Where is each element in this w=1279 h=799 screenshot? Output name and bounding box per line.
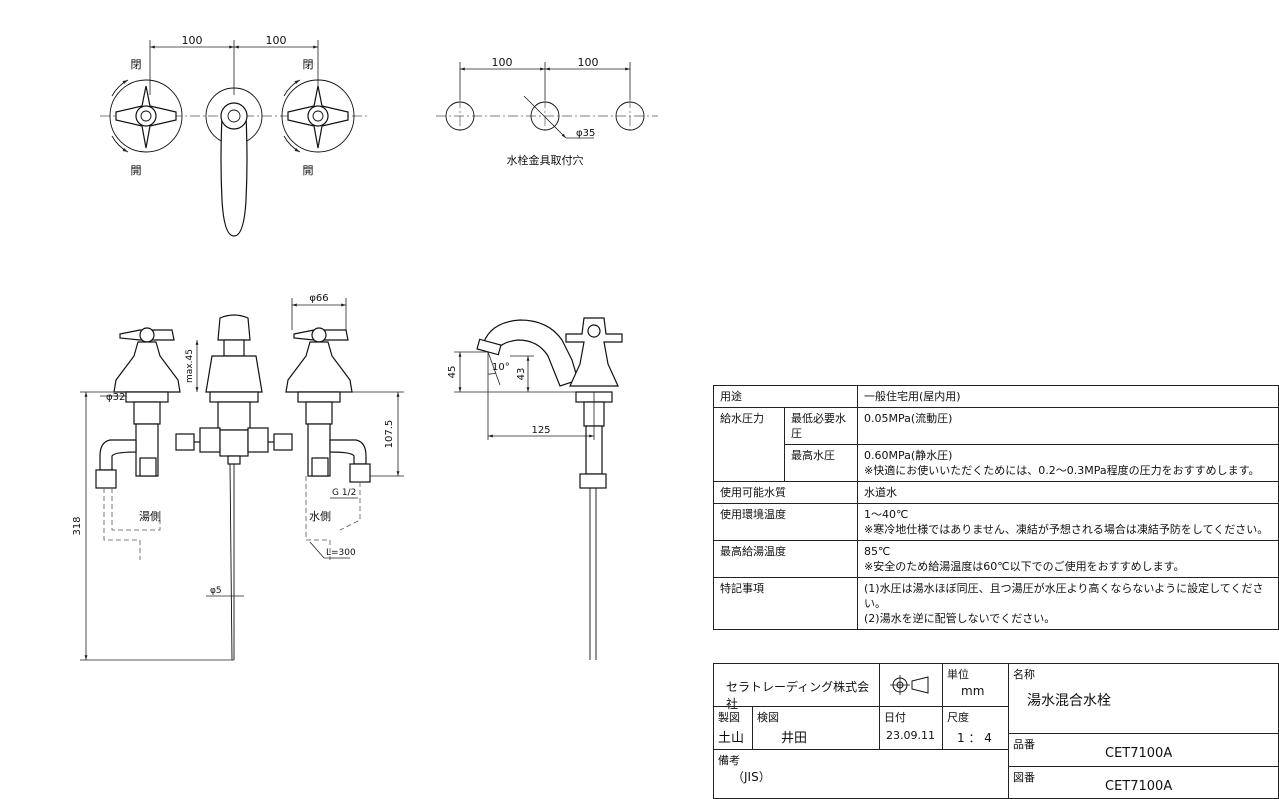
center-spout — [175, 314, 293, 661]
water-quality-value: 水道水 — [857, 481, 1279, 504]
product-name: 湯水混合水栓 — [1027, 693, 1111, 709]
handle-diameter: φ66 — [309, 293, 328, 304]
remarks-label: 備考 — [718, 754, 740, 767]
depth-dim: 107.5 — [384, 420, 395, 449]
cold-side-label: 水側 — [309, 510, 331, 523]
max-pressure-cell: 0.60MPa(静水圧) ※快適にお使いいただくためには、0.2～0.3MPa程… — [857, 444, 1279, 482]
note-2: (2)湯水を逆に配管しないでください。 — [864, 612, 1056, 625]
notes-label: 特記事項 — [713, 577, 858, 630]
max-hot-temp-note: ※安全のため給湯温度は60℃以下でのご使用をおすすめします。 — [864, 560, 1185, 573]
top-view: 100 100 閉 開 閉 — [100, 34, 370, 237]
drawing-number-value: CET7100A — [1105, 779, 1173, 794]
remarks-cell: 備考 （JIS） — [713, 749, 1009, 799]
hole-spacing-right: 100 — [578, 56, 599, 69]
date-label: 日付 — [884, 711, 906, 724]
title-block: セラトレーディング株式会社 単位 mm 名称 湯水混合水栓 製図 土山 検図 井… — [713, 663, 1279, 799]
center-lever — [205, 87, 263, 237]
left-valve — [95, 327, 181, 489]
hot-side-label: 湯側 — [139, 510, 161, 523]
hole-view: 100 100 φ35 水栓金具取付穴 — [436, 56, 658, 167]
spec-row-min-pressure: 給水圧力 最低必要水圧 0.05MPa(流動圧) — [713, 407, 1279, 482]
spec-table: 用途 一般住宅用(屋内用) 給水圧力 最低必要水圧 0.05MPa(流動圧) 最… — [713, 385, 1279, 630]
ambient-temp-cell: 1～40℃ ※寒冷地仕様ではありません、凍結が予想される場合は凍結予防をしてくだ… — [857, 503, 1279, 541]
close-label-left: 閉 — [131, 58, 142, 71]
name-cell: 名称 湯水混合水栓 — [1008, 663, 1279, 734]
spout-height-left: 45 — [447, 366, 458, 379]
water-quality-label: 使用可能水質 — [713, 481, 858, 504]
max-pressure-note: ※快適にお使いいただくためには、0.2～0.3MPa程度の圧力をおすすめします。 — [864, 464, 1260, 477]
drawn-cell: 製図 土山 — [713, 706, 753, 750]
notes-cell: (1)水圧は湯水ほぼ同圧、且つ湯圧が水圧より高くならないように設定してください。… — [857, 577, 1279, 630]
spec-row-notes: 特記事項 (1)水圧は湯水ほぼ同圧、且つ湯圧が水圧より高くならないように設定して… — [713, 577, 1279, 630]
left-cross-handle — [109, 79, 183, 153]
company-name: セラトレーディング株式会社 — [726, 680, 870, 711]
hole-diameter: φ35 — [576, 128, 595, 139]
scale-value: 1 ： 4 — [957, 731, 992, 745]
company-cell: セラトレーディング株式会社 — [713, 663, 880, 711]
top-spacing-right: 100 — [266, 34, 287, 47]
drawing-number-label: 図番 — [1013, 771, 1035, 784]
spec-row-temp: 使用環境温度 1～40℃ ※寒冷地仕様ではありません、凍結が予想される場合は凍結… — [713, 503, 1279, 541]
open-label-left: 開 — [131, 164, 142, 177]
hose-length: L=300 — [326, 548, 356, 558]
part-number-label: 品番 — [1013, 738, 1035, 751]
drawn-value: 土山 — [718, 731, 745, 746]
max-pressure-value: 0.60MPa(静水圧) — [864, 449, 953, 462]
scale-label: 尺度 — [947, 711, 969, 724]
date-cell: 日付 23.09.11 — [879, 706, 943, 750]
drawn-label: 製図 — [718, 711, 740, 724]
note-1: (1)水圧は湯水ほぼ同圧、且つ湯圧が水圧より高くならないように設定してください。 — [864, 582, 1264, 610]
unit-value: mm — [961, 684, 985, 698]
checked-value: 井田 — [781, 731, 808, 746]
spec-row-max-pressure: 最高水圧 0.60MPa(静水圧) ※快適にお使いいただくためには、0.2～0.… — [714, 444, 1279, 482]
open-label-right: 開 — [303, 164, 314, 177]
hole-spacing-left: 100 — [492, 56, 513, 69]
scale-cell: 尺度 1 ： 4 — [942, 706, 1009, 750]
usage-label: 用途 — [713, 385, 858, 408]
remarks-value: （JIS） — [732, 770, 771, 784]
min-pressure-label: 最低必要水圧 — [784, 407, 858, 445]
max-pressure-label: 最高水圧 — [784, 444, 858, 482]
max-hot-temp-cell: 85℃ ※安全のため給湯温度は60℃以下でのご使用をおすすめします。 — [857, 540, 1279, 578]
ambient-temp-note: ※寒冷地仕様ではありません、凍結が予想される場合は凍結予防をしてください。 — [864, 523, 1269, 536]
projection-symbol-cell — [879, 663, 943, 707]
checked-label: 検図 — [757, 711, 779, 724]
ambient-temp-label: 使用環境温度 — [713, 503, 858, 541]
max-height-dim: max.45 — [185, 349, 195, 383]
pressure-label: 給水圧力 — [713, 407, 785, 482]
rod-diameter: φ5 — [210, 586, 222, 596]
close-label-right: 閉 — [303, 58, 314, 71]
max-hot-temp-label: 最高給湯温度 — [713, 540, 858, 578]
min-pressure-value: 0.05MPa(流動圧) — [857, 407, 1279, 445]
top-spacing-left: 100 — [182, 34, 203, 47]
spec-row-hot: 最高給湯温度 85℃ ※安全のため給湯温度は60℃以下でのご使用をおすすめします… — [713, 540, 1279, 578]
thread-spec: G 1/2 — [332, 488, 356, 498]
front-view: φ66 — [72, 293, 404, 661]
part-number-cell: 品番 CET7100A — [1008, 733, 1279, 767]
spec-row-water: 使用可能水質 水道水 — [713, 481, 1279, 504]
spout-reach: 125 — [531, 425, 550, 436]
side-view: 45 43 10° 125 — [447, 317, 623, 660]
drawing-number-cell: 図番 CET7100A — [1008, 766, 1279, 799]
total-height-dim: 318 — [72, 516, 83, 535]
right-cross-handle — [281, 79, 355, 153]
max-hot-temp-value: 85℃ — [864, 545, 891, 558]
right-valve — [285, 327, 371, 483]
spout-angle: 10° — [492, 362, 510, 373]
checked-cell: 検図 井田 — [752, 706, 880, 750]
part-number-value: CET7100A — [1105, 746, 1173, 761]
hole-caption: 水栓金具取付穴 — [507, 153, 584, 167]
spout-height-right: 43 — [516, 368, 527, 381]
name-label: 名称 — [1013, 668, 1035, 681]
date-value: 23.09.11 — [886, 729, 935, 742]
usage-value: 一般住宅用(屋内用) — [857, 385, 1279, 408]
unit-cell: 単位 mm — [942, 663, 1009, 707]
shank-diameter: φ32 — [106, 392, 125, 403]
ambient-temp-value: 1～40℃ — [864, 508, 909, 521]
third-angle-projection-icon — [890, 675, 929, 695]
spec-row-usage: 用途 一般住宅用(屋内用) — [713, 385, 1279, 408]
unit-label: 単位 — [947, 668, 969, 681]
